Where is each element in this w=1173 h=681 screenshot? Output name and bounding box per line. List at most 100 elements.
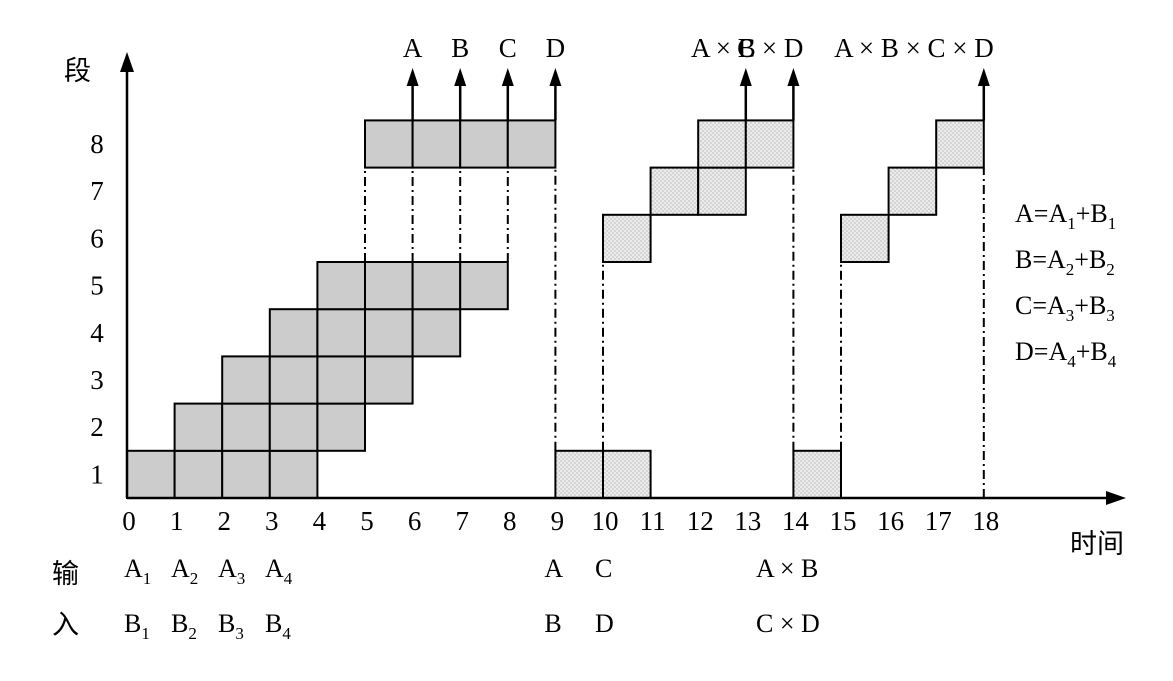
definition-2: C=A3+B3 [1015, 291, 1115, 325]
adder-cell-s5-t7 [459, 261, 509, 311]
adder-cell-s1-t3 [268, 449, 319, 499]
time-label-17: 17 [925, 506, 952, 536]
adder-cell-s2-t2 [221, 402, 271, 452]
output-arrow-head-0 [406, 68, 419, 86]
multiplier-cell-s8-t12 [697, 119, 747, 169]
stage-label-5: 5 [90, 271, 104, 301]
output-arrow-head-2 [501, 68, 514, 86]
input-row-1-extra-1: C [595, 554, 612, 583]
multiplier-cell-s1-t14 [792, 449, 843, 499]
multiplier-cell-s7-t11 [649, 166, 700, 216]
time-label-16: 16 [877, 506, 904, 536]
stage-label-2: 2 [90, 412, 104, 442]
time-label-18: 18 [972, 506, 999, 536]
stage-label-7: 7 [90, 176, 104, 206]
output-label-5: C × D [737, 33, 803, 63]
adder-cell-s1-t2 [221, 449, 271, 499]
stage-label-4: 4 [90, 318, 104, 348]
multiplier-cell-s8-t13 [744, 119, 795, 169]
x-axis-arrowhead [1106, 491, 1126, 505]
time-label-3: 3 [265, 506, 279, 536]
output-arrow-head-4 [739, 68, 752, 86]
time-label-15: 15 [830, 506, 857, 536]
occupancy-cells [126, 119, 985, 499]
stage-label-3: 3 [90, 365, 104, 395]
input-row-2-extra-0: B [544, 609, 561, 638]
definitions: A=A1+B1B=A2+B2C=A3+B3D=A4+B4 [1015, 199, 1117, 371]
multiplier-cell-s7-t16 [887, 166, 938, 216]
output-label-2: C [499, 33, 517, 63]
input-row-1-item-0: A1 [124, 554, 151, 588]
time-label-8: 8 [503, 506, 517, 536]
time-label-6: 6 [408, 506, 422, 536]
adder-cell-s4-t4 [316, 308, 366, 358]
input-row-1-item-2: A3 [218, 554, 245, 588]
multiplier-cell-s6-t10 [602, 213, 652, 264]
adder-cell-s8-t7 [459, 119, 509, 169]
adder-cell-s4-t5 [364, 308, 414, 358]
dash-dot-guides [364, 167, 985, 498]
stage-label-6: 6 [90, 223, 104, 253]
input-row-1-item-1: A2 [171, 554, 198, 588]
multiplier-cell-s7-t12 [697, 166, 747, 216]
time-label-0: 0 [122, 506, 136, 536]
adder-cell-s3-t2 [221, 355, 271, 405]
output-arrow-head-5 [787, 68, 800, 86]
adder-cell-s8-t5 [364, 119, 414, 169]
multiplier-cell-s8-t17 [935, 119, 985, 169]
output-arrow-head-6 [977, 68, 990, 86]
input-row-2-item-0: B1 [124, 609, 150, 643]
adder-cell-s3-t3 [268, 355, 319, 405]
time-label-9: 9 [551, 506, 565, 536]
definition-3: D=A4+B4 [1015, 337, 1117, 371]
adder-cell-s5-t5 [364, 261, 414, 311]
adder-cell-s4-t3 [268, 308, 319, 358]
adder-cell-s8-t6 [411, 119, 462, 169]
time-label-2: 2 [217, 506, 231, 536]
adder-cell-s5-t6 [411, 261, 462, 311]
multiplier-cell-s1-t9 [554, 449, 605, 499]
input-row-label-2: 入 [52, 610, 79, 641]
time-label-10: 10 [592, 506, 619, 536]
x-axis-label: 时间 [1070, 529, 1124, 560]
input-row-2-extra-2: C × D [756, 609, 820, 638]
time-label-1: 1 [170, 506, 184, 536]
stage-label-1: 1 [90, 459, 104, 489]
output-label-6: A × B × C × D [834, 33, 994, 63]
adder-cell-s3-t4 [316, 355, 366, 405]
output-label-3: D [546, 33, 566, 63]
input-row-2-item-2: B3 [218, 609, 244, 643]
output-label-4: A × B [691, 33, 756, 63]
input-row-1-extra-0: A [544, 554, 563, 583]
stage-labels: 1 2 3 4 5 6 7 8 [90, 129, 104, 489]
time-label-12: 12 [687, 506, 714, 536]
stage-label-8: 8 [90, 129, 104, 159]
input-row-1-item-3: A4 [265, 554, 293, 588]
input-row-1-extra-2: A × B [756, 554, 818, 583]
output-arrow-head-3 [549, 68, 562, 86]
output-label-1: B [451, 33, 469, 63]
adder-cell-s2-t4 [316, 402, 366, 452]
adder-cell-s1-t0 [126, 449, 176, 499]
time-label-7: 7 [455, 506, 469, 536]
adder-cell-s1-t1 [173, 449, 224, 499]
time-label-5: 5 [360, 506, 374, 536]
input-row-2-extra-1: D [595, 609, 614, 638]
multiplier-cell-s1-t10 [602, 449, 652, 499]
adder-cell-s8-t8 [506, 119, 557, 169]
y-axis-label: 段 [64, 56, 91, 87]
adder-cell-s2-t1 [173, 402, 224, 452]
multiplier-cell-s6-t15 [840, 213, 890, 264]
time-label-4: 4 [313, 506, 327, 536]
input-row-label-1: 输 [52, 559, 79, 590]
input-row-2-item-3: B4 [265, 609, 291, 643]
time-label-13: 13 [734, 506, 761, 536]
output-label-0: A [403, 33, 423, 63]
input-row-2-item-1: B2 [171, 609, 197, 643]
adder-cell-s2-t3 [268, 402, 319, 452]
adder-cell-s4-t6 [411, 308, 462, 358]
